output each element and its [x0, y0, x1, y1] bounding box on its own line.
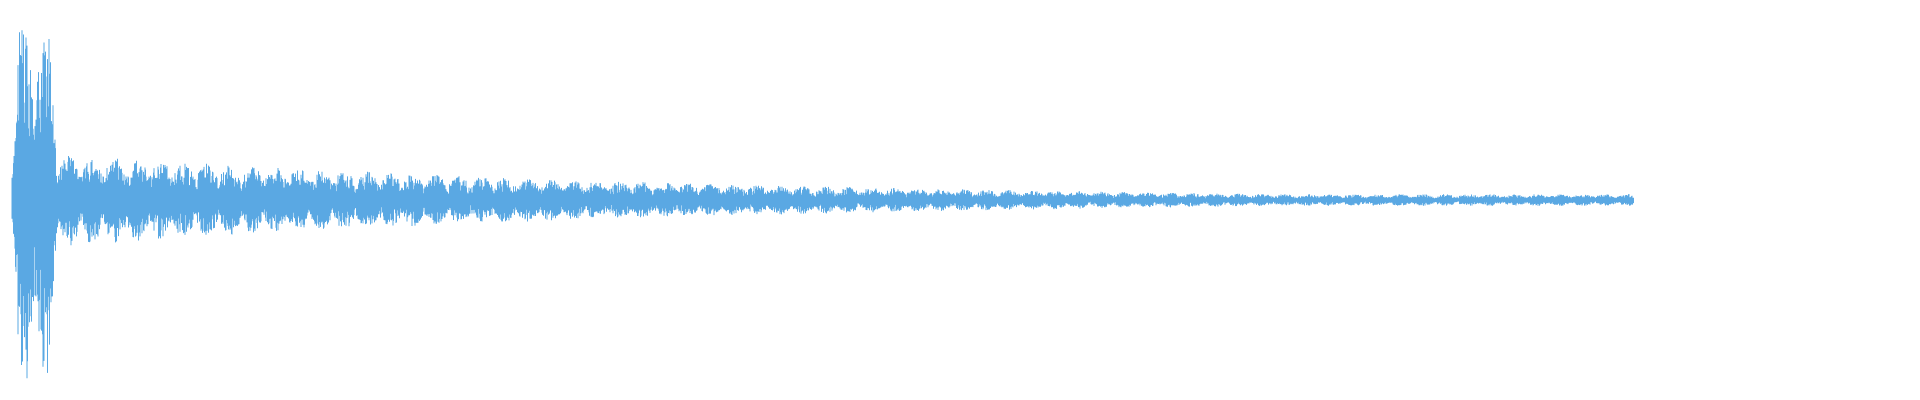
- waveform-trace: [11, 30, 1634, 379]
